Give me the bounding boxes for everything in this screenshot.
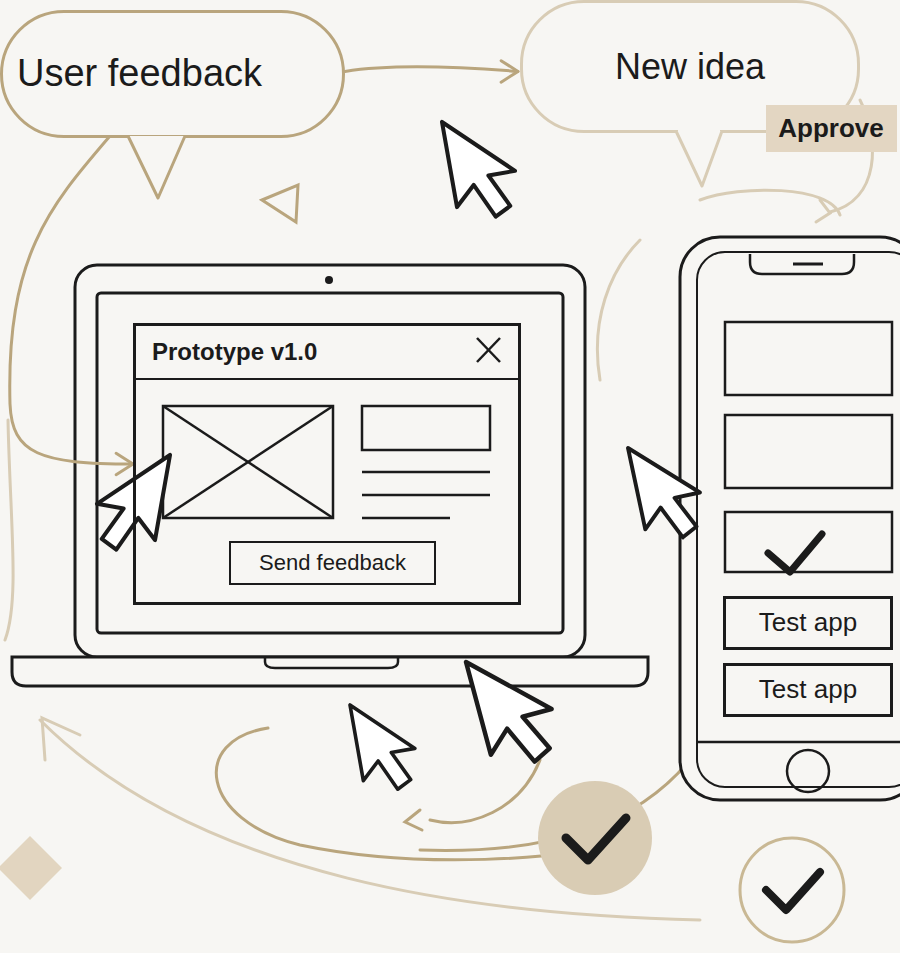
check-badge (740, 838, 844, 942)
arrow-head (501, 61, 518, 82)
triangle-mark (262, 185, 298, 222)
check-mark (566, 818, 626, 860)
prototype-window: Prototype v1.0Send feedback (133, 323, 521, 605)
node-label: User feedback (17, 52, 262, 96)
node-label: Test app (759, 608, 857, 638)
check-mark (768, 534, 822, 572)
feedback-button: Send feedback (229, 541, 436, 585)
phone (680, 237, 900, 800)
node-label: Approve (778, 114, 883, 144)
node-label: New idea (615, 46, 765, 87)
connector-line (345, 67, 518, 72)
test-app-button: Test app (723, 596, 893, 650)
node-label: Test app (759, 675, 857, 705)
check-mark (766, 872, 820, 910)
title-bar-rule (136, 378, 518, 380)
bubble-tail (676, 131, 722, 186)
node-label: Send feedback (259, 550, 406, 575)
laptop (12, 265, 648, 686)
speech-bubble: User feedback (0, 10, 345, 138)
approve-tag: Approve (766, 105, 897, 152)
bubble-tail (128, 136, 185, 198)
flow-arrow (345, 61, 518, 82)
connector-line (10, 136, 133, 464)
mouse-cursors (90, 111, 709, 795)
check-badge (538, 781, 652, 895)
diamond-mark (0, 836, 62, 900)
test-app-button: Test app (723, 663, 893, 717)
camera-dot (325, 276, 333, 284)
node-label: Prototype v1.0 (152, 338, 317, 366)
arrow-head (116, 453, 133, 474)
flow-arrow (10, 136, 133, 475)
